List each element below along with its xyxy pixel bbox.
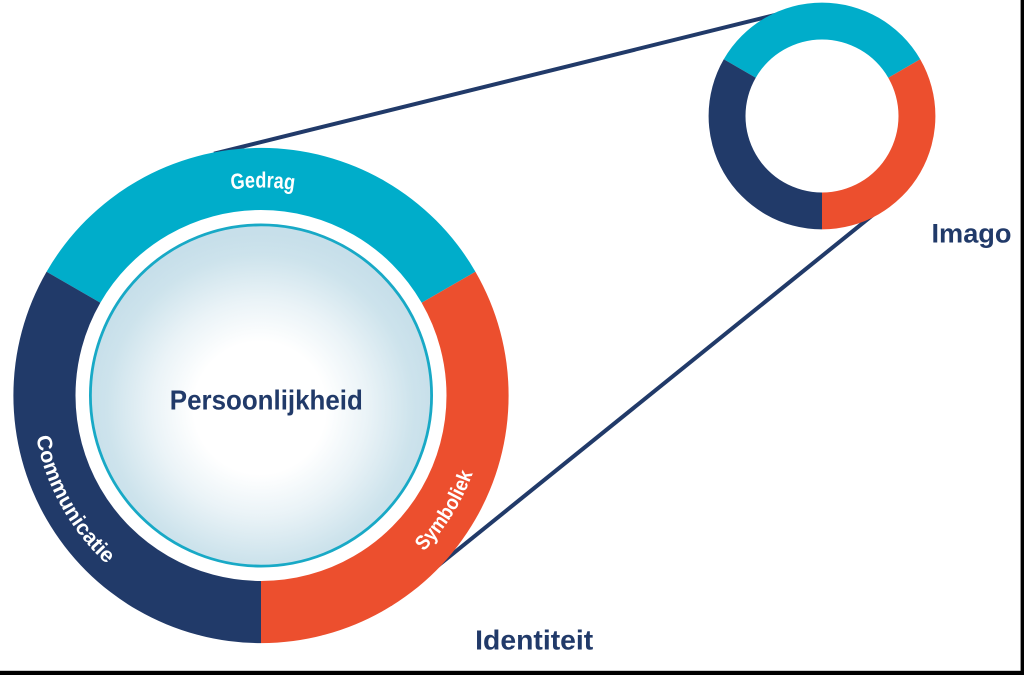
svg-text:Gedrag: Gedrag (229, 168, 297, 196)
svg-text:Imago: Imago (932, 219, 1012, 249)
svg-text:Persoonlijkheid: Persoonlijkheid (170, 384, 363, 415)
svg-text:Identiteit: Identiteit (475, 624, 593, 655)
